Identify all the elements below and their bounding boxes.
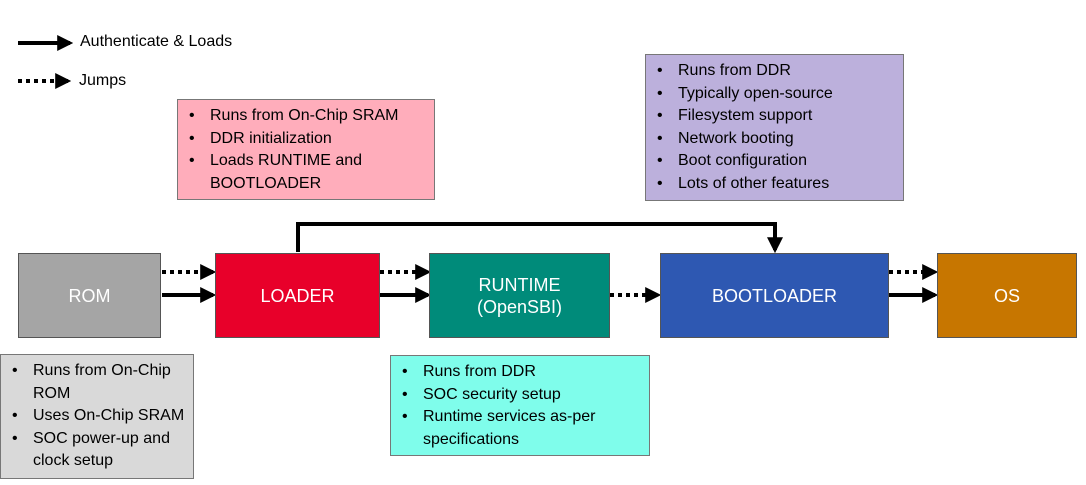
os-stage-label: OS [993, 285, 1020, 306]
loader-to-bootloader-load-arrow [296, 222, 783, 254]
rom-note-item-continued: ROM [33, 384, 71, 402]
rom-stage-label: ROM [68, 285, 111, 306]
runtime-note-item: Runs from DDR [401, 361, 643, 384]
bootloader-note-item: Typically open-source [656, 83, 897, 106]
loader-note-item-continued: BOOTLOADER [210, 174, 322, 192]
runtime-note-item-continued: specifications [423, 430, 520, 448]
loader-stage-label: LOADER [260, 285, 335, 306]
bootloader-notes: Runs from DDR Typically open-source File… [645, 54, 904, 201]
legend-dotted-label: Jumps [79, 72, 127, 89]
os-stage: OS [937, 253, 1077, 338]
runtime-note-item: SOC security setup [401, 384, 643, 407]
loader-note-item: Runs from On-Chip SRAM [188, 105, 428, 128]
bootloader-note-item: Runs from DDR [656, 60, 897, 83]
loader-note-item: Loads RUNTIME and [188, 150, 428, 173]
runtime-stage-sublabel: (OpenSBI) [476, 296, 563, 317]
rom-note-item-continued: clock setup [33, 452, 114, 469]
runtime-notes: Runs from DDR SOC security setup Runtime… [390, 355, 650, 456]
loader-note-item: DDR initialization [188, 128, 428, 151]
legend-solid-label: Authenticate & Loads [80, 33, 233, 50]
bootloader-stage: BOOTLOADER [660, 253, 889, 338]
runtime-note-item: Runtime services as-per [401, 406, 643, 429]
bootloader-note-item: Lots of other features [656, 173, 897, 196]
rom-note-item: SOC power-up and [11, 428, 187, 451]
bootloader-note-item: Network booting [656, 128, 897, 151]
loader-stage: LOADER [215, 253, 380, 338]
bootloader-note-item: Boot configuration [656, 150, 897, 173]
rom-stage: ROM [18, 253, 161, 338]
bootloader-note-item: Filesystem support [656, 105, 897, 128]
rom-notes: Runs from On-Chip ROM Uses On-Chip SRAM … [0, 354, 194, 479]
rom-note-item: Uses On-Chip SRAM [11, 405, 187, 428]
loader-notes: Runs from On-Chip SRAM DDR initializatio… [177, 99, 435, 200]
runtime-stage-label: RUNTIME [478, 274, 561, 295]
runtime-stage: RUNTIME (OpenSBI) [429, 253, 610, 338]
bootloader-stage-label: BOOTLOADER [711, 285, 838, 306]
rom-note-item: Runs from On-Chip [11, 360, 187, 383]
